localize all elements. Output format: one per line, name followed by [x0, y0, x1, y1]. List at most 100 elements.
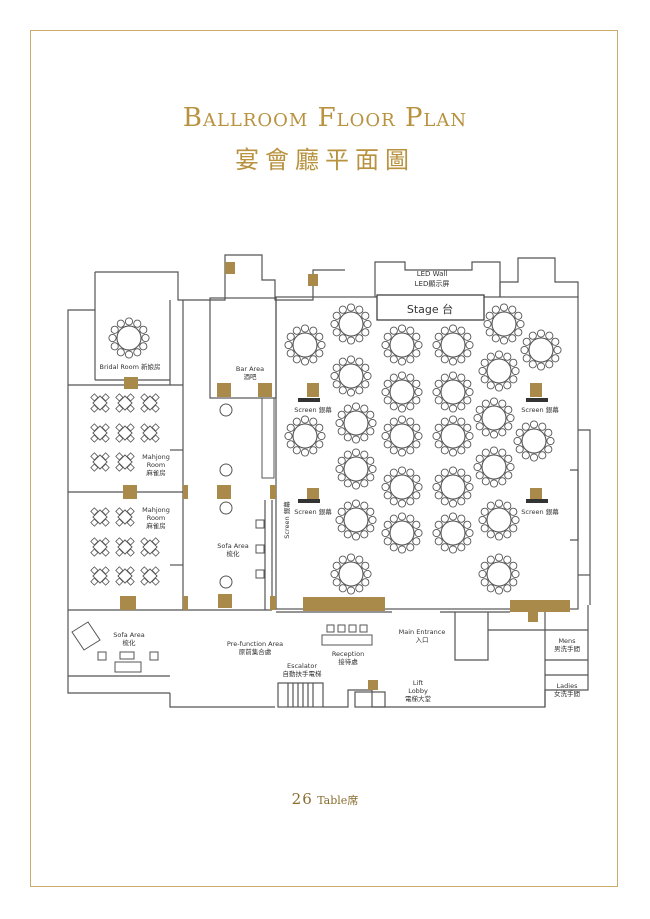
chair	[115, 463, 124, 472]
chair	[544, 445, 553, 454]
chair	[463, 379, 472, 388]
led-wall-label: LED Wall	[417, 270, 448, 278]
chair	[434, 537, 443, 546]
chair	[457, 543, 466, 552]
chair	[126, 566, 135, 575]
banquet-table	[432, 415, 474, 457]
table-top	[389, 520, 415, 546]
chair	[101, 537, 110, 546]
table-top	[116, 325, 142, 351]
mahjong-table	[115, 566, 135, 586]
chair	[509, 375, 518, 384]
table-top	[292, 332, 318, 358]
chair	[90, 548, 99, 557]
chair	[90, 577, 99, 586]
sofa-area-label-2: Sofa Area	[113, 631, 144, 639]
chair	[522, 337, 531, 346]
chair	[486, 555, 495, 564]
reception-zh: 接待處	[338, 657, 358, 666]
chair	[351, 448, 361, 457]
chair	[346, 336, 356, 345]
chair	[397, 466, 407, 475]
chair	[457, 497, 466, 506]
chair	[514, 311, 523, 320]
chair	[515, 445, 524, 454]
chair	[475, 471, 484, 480]
chair	[383, 537, 392, 546]
chair	[116, 319, 125, 328]
chair	[389, 468, 398, 477]
chair	[381, 340, 390, 350]
chair	[465, 431, 474, 441]
mahjong-room-2: Room	[147, 514, 166, 522]
chair	[381, 387, 390, 397]
chair	[478, 366, 487, 376]
chair	[346, 586, 356, 595]
chair	[115, 566, 124, 575]
chair	[151, 566, 160, 575]
escalator-label: Escalator	[287, 662, 317, 670]
chair	[381, 431, 390, 441]
chair	[412, 474, 421, 483]
chair	[486, 530, 495, 539]
banquet-table	[478, 499, 520, 541]
chair	[366, 410, 375, 419]
chair	[315, 332, 324, 341]
chair	[494, 383, 504, 392]
chair	[494, 586, 504, 595]
chair	[126, 507, 135, 516]
chair	[412, 379, 421, 388]
chair	[412, 520, 421, 529]
chair	[511, 515, 520, 525]
chair	[480, 358, 489, 367]
mahjong-table	[140, 537, 160, 557]
chair	[538, 422, 547, 431]
chair	[383, 332, 392, 341]
chair	[335, 515, 344, 525]
mahjong-table	[115, 452, 135, 472]
chair	[457, 373, 466, 382]
title-en-text: Ballroom Floor Plan	[182, 103, 468, 133]
chair	[528, 360, 537, 369]
chair	[151, 577, 160, 586]
chair	[363, 319, 372, 329]
banquet-table	[432, 512, 474, 554]
chair	[133, 348, 142, 357]
banquet-table	[473, 397, 515, 439]
chair	[478, 569, 487, 579]
banquet-table	[381, 324, 423, 366]
mahjong-table	[115, 537, 135, 557]
chair	[480, 524, 489, 533]
table-top	[440, 474, 466, 500]
chair	[360, 404, 369, 413]
chair	[363, 569, 372, 579]
chair	[440, 326, 449, 335]
chair	[101, 404, 110, 413]
chair	[286, 440, 295, 449]
chair	[480, 578, 489, 587]
chair	[346, 388, 356, 397]
banquet-table	[330, 303, 372, 345]
chair	[414, 431, 423, 441]
chair	[406, 402, 415, 411]
chair	[151, 393, 160, 402]
chair	[315, 349, 324, 358]
screen-label-vertical: Screen 銀幕	[282, 501, 291, 539]
mahjong-table	[90, 566, 110, 586]
mahjong-label-1: Mahjong	[142, 453, 170, 461]
chair	[126, 393, 135, 402]
chair	[504, 405, 513, 414]
chair	[434, 396, 443, 405]
chair	[355, 357, 364, 366]
chair	[434, 423, 443, 432]
chair	[397, 448, 407, 457]
mahjong-room-1: Room	[147, 461, 166, 469]
chair	[286, 349, 295, 358]
chair	[389, 543, 398, 552]
chair	[90, 566, 99, 575]
chair	[332, 380, 341, 389]
chair	[286, 423, 295, 432]
chair	[90, 423, 99, 432]
chair	[389, 497, 398, 506]
banquet-table	[473, 446, 515, 488]
